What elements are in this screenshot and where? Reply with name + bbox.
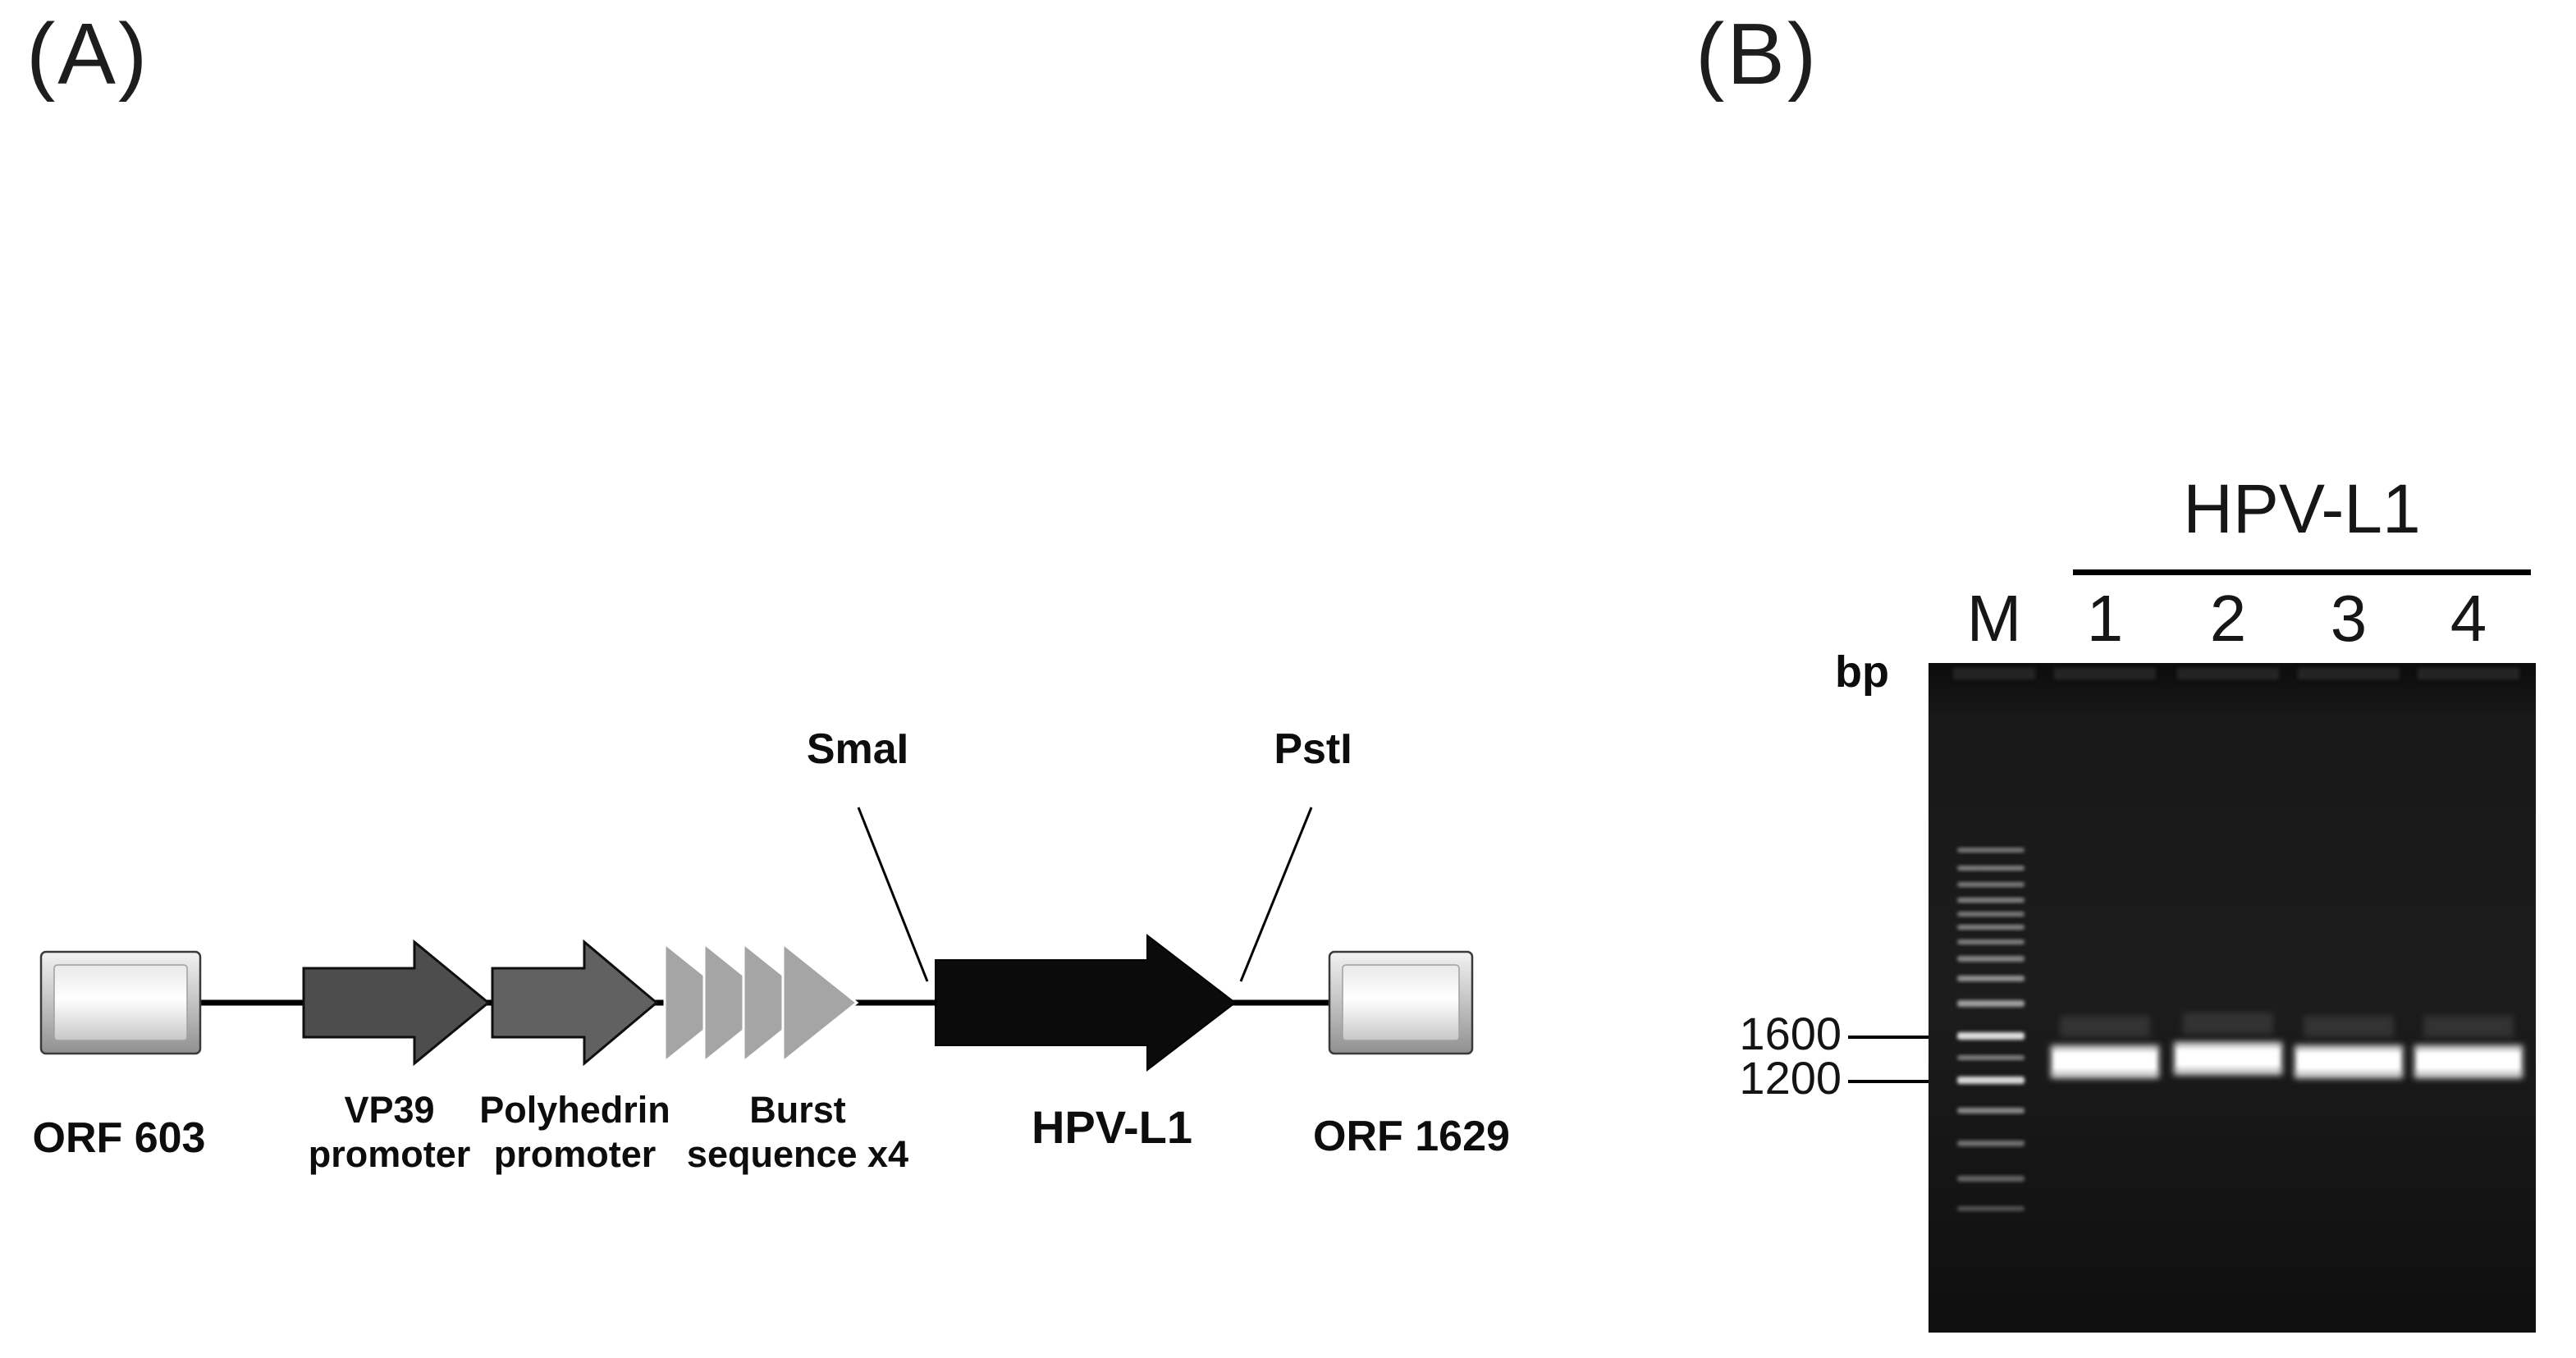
lane-label-marker: M [1966, 582, 2022, 655]
sample-band-lane2 [2174, 1013, 2282, 1075]
psti-site-line [1239, 807, 1313, 982]
hpv-l1-gene-label: HPV-L1 [1031, 1101, 1193, 1153]
gel-wells [1953, 668, 2519, 679]
orf603-label: ORF 603 [32, 1114, 206, 1162]
panel-b-label: (B) [1695, 6, 1819, 103]
sample-band-lane1 [2051, 1016, 2159, 1078]
gel-title: HPV-L1 [2183, 470, 2421, 547]
panel-a-label: (A) [26, 6, 150, 103]
psti-site-label: PstI [1274, 725, 1352, 773]
sample-band-lane3 [2295, 1016, 2403, 1078]
burst-sequence-label: Burst sequence x4 [675, 1088, 921, 1177]
polyhedrin-promoter-label-line1: Polyhedrin [479, 1089, 670, 1131]
burst-sequence-triangles [663, 940, 859, 1065]
polyhedrin-promoter-label-line2: promoter [493, 1133, 657, 1175]
burst-triangle-2 [702, 940, 780, 1065]
lane-label-3: 3 [2330, 582, 2368, 655]
lane-label-4: 4 [2450, 582, 2487, 655]
gel-background [1929, 663, 2536, 1333]
burst-sequence-label-line2: sequence x4 [686, 1133, 909, 1175]
gel-title-underline [2073, 569, 2531, 575]
vp39-promoter-label-line2: promoter [308, 1133, 471, 1175]
vp39-promoter-arrow [302, 939, 491, 1067]
polyhedrin-promoter-arrow [491, 939, 659, 1067]
orf1629-box [1328, 950, 1474, 1055]
burst-triangle-1 [663, 940, 741, 1065]
orf603-box [39, 950, 202, 1055]
smai-site-line [857, 807, 929, 982]
gel-image [1929, 663, 2536, 1333]
burst-triangle-3 [742, 940, 820, 1065]
size-marker-1200-tick [1848, 1080, 1929, 1083]
dna-ladder [1957, 848, 2025, 1211]
smai-site-label: SmaI [806, 725, 909, 773]
size-marker-1600-tick [1848, 1036, 1929, 1039]
hpv-l1-gene-arrow [935, 933, 1237, 1072]
vp39-promoter-label: VP39 promoter [297, 1088, 482, 1177]
size-marker-1600: 1600 [1739, 1008, 1842, 1059]
burst-triangle-4 [781, 940, 859, 1065]
vp39-promoter-label-line1: VP39 [344, 1089, 435, 1131]
lane-label-2: 2 [2209, 582, 2247, 655]
lane-label-1: 1 [2086, 582, 2124, 655]
burst-sequence-label-line1: Burst [749, 1089, 846, 1131]
polyhedrin-promoter-label: Polyhedrin promoter [474, 1088, 675, 1177]
orf1629-label: ORF 1629 [1313, 1113, 1510, 1160]
bp-unit-label: bp [1835, 647, 1889, 697]
size-marker-1200: 1200 [1739, 1052, 1842, 1104]
sample-band-lane4 [2414, 1016, 2523, 1078]
